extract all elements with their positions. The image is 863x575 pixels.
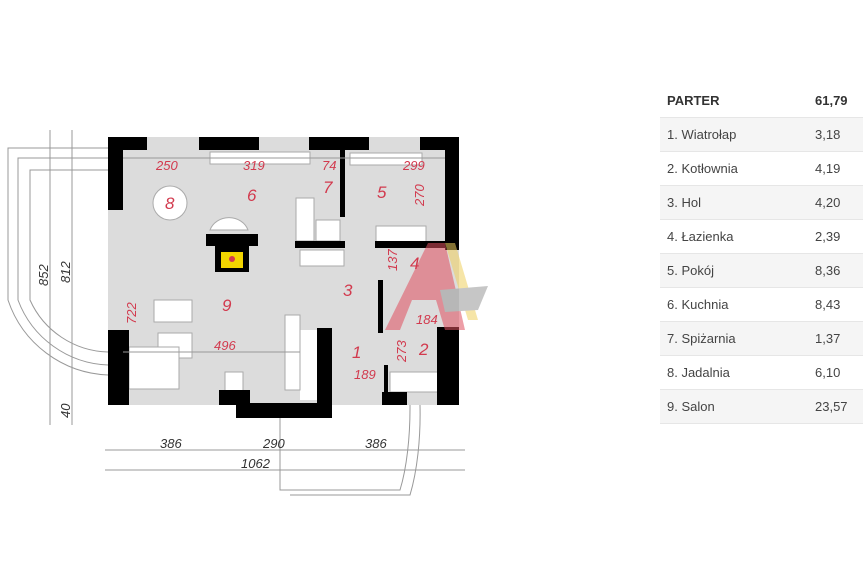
dim-250: 250 — [155, 158, 178, 173]
dim-40: 40 — [58, 403, 73, 418]
dim-290: 290 — [262, 436, 285, 451]
room-name: 9. Salon — [667, 399, 715, 414]
room-number-9: 9 — [222, 296, 232, 315]
room-area: 8,36 — [815, 263, 841, 278]
room-area: 3,18 — [815, 127, 841, 142]
dim-184: 184 — [416, 312, 438, 327]
room-number-7: 7 — [323, 178, 333, 197]
room-numbers: 8 6 7 5 4 3 9 1 2 — [165, 178, 429, 362]
table-row: 6. Kuchnia 8,43 — [660, 288, 863, 322]
dim-852: 852 — [36, 264, 51, 286]
room-area: 6,10 — [815, 365, 841, 380]
room-name: 4. Łazienka — [667, 229, 734, 244]
room-number-3: 3 — [343, 281, 353, 300]
fireplace — [206, 234, 258, 272]
room-area: 2,39 — [815, 229, 841, 244]
room-name: 7. Spiżarnia — [667, 331, 736, 346]
dim-74: 74 — [322, 158, 336, 173]
room-number-2: 2 — [418, 340, 429, 359]
outer-dimensions: 852 812 40 386 290 386 1062 — [36, 261, 387, 471]
dim-1062: 1062 — [241, 456, 271, 471]
room-name: 5. Pokój — [667, 263, 714, 278]
room-number-4: 4 — [410, 254, 419, 273]
table-row: 5. Pokój 8,36 — [660, 254, 863, 288]
table-header: PARTER 61,79 — [660, 84, 863, 118]
table-row: 2. Kotłownia 4,19 — [660, 152, 863, 186]
dim-137: 137 — [385, 249, 400, 271]
dim-319: 319 — [243, 158, 265, 173]
room-area: 4,20 — [815, 195, 841, 210]
room-area: 1,37 — [815, 331, 841, 346]
room-number-1: 1 — [352, 343, 361, 362]
dim-273: 273 — [394, 340, 409, 363]
dim-722: 722 — [124, 302, 139, 324]
room-name: 6. Kuchnia — [667, 297, 729, 312]
dim-299: 299 — [402, 158, 425, 173]
watermark-logo — [385, 243, 488, 330]
floor-plan: 8 6 7 5 4 3 9 1 2 250 319 74 299 270 137… — [7, 130, 488, 496]
terrace-outline — [7, 147, 421, 496]
room-area: 4,19 — [815, 161, 841, 176]
room-name: 3. Hol — [667, 195, 701, 210]
room-dimensions: 250 319 74 299 270 137 184 722 496 273 1… — [124, 158, 438, 382]
table-row: 4. Łazienka 2,39 — [660, 220, 863, 254]
table-row: 1. Wiatrołap 3,18 — [660, 118, 863, 152]
walls — [108, 137, 459, 418]
table-row: 9. Salon 23,57 — [660, 390, 863, 424]
room-area: 23,57 — [815, 399, 848, 414]
dim-386-left: 386 — [160, 436, 182, 451]
dimension-lines — [49, 130, 465, 471]
table-row: 7. Spiżarnia 1,37 — [660, 322, 863, 356]
dim-189: 189 — [354, 367, 376, 382]
area-table: PARTER 61,79 1. Wiatrołap 3,18 2. Kotłowni… — [660, 84, 863, 424]
room-name: 2. Kotłownia — [667, 161, 738, 176]
room-number-5: 5 — [377, 183, 387, 202]
room-number-6: 6 — [247, 186, 257, 205]
room-number-8: 8 — [165, 194, 175, 213]
room-name: 1. Wiatrołap — [667, 127, 737, 142]
stair-well — [300, 330, 317, 400]
room-name: 8. Jadalnia — [667, 365, 730, 380]
table-row: 8. Jadalnia 6,10 — [660, 356, 863, 390]
table-row: 3. Hol 4,20 — [660, 186, 863, 220]
header-name: PARTER — [667, 93, 720, 108]
room-area: 8,43 — [815, 297, 841, 312]
dim-386-right: 386 — [365, 436, 387, 451]
dim-270: 270 — [412, 184, 427, 207]
header-value: 61,79 — [815, 93, 848, 108]
dim-496: 496 — [214, 338, 236, 353]
dim-812: 812 — [58, 261, 73, 283]
